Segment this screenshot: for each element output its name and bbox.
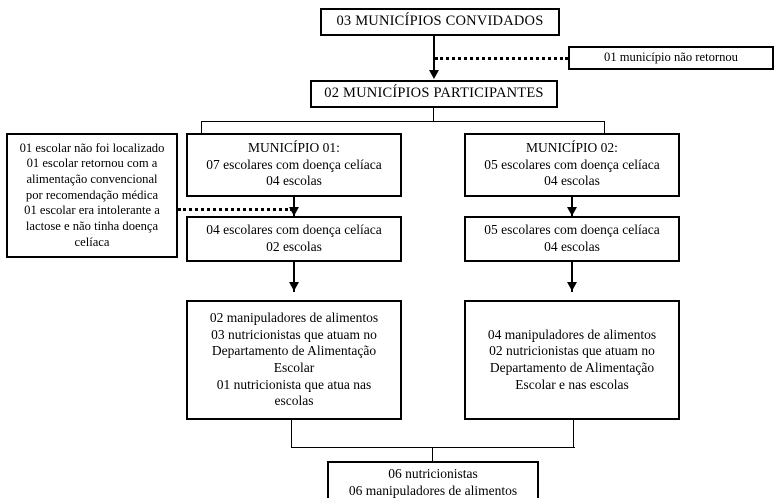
node-municipality-01-final-line-2: 02 escolas — [266, 239, 322, 254]
node-exclusions: 01 escolar não foi localizado 01 escolar… — [6, 133, 178, 258]
node-invited-municipalities: 03 MUNICÍPIOS CONVIDADOS — [320, 8, 560, 36]
node-municipality-01-line-1: MUNICÍPIO 01: — [248, 139, 340, 155]
node-invited-line-1: 03 MUNICÍPIOS CONVIDADOS — [336, 13, 544, 30]
node-municipality-02-final-line-2: 04 escolas — [544, 239, 600, 254]
node-municipality-02: MUNICÍPIO 02: 05 escolares com doença ce… — [464, 133, 680, 197]
node-staff-municipality-01: 02 manipuladores de alimentos 03 nutrici… — [186, 300, 402, 420]
node-exclusions-line-5: 01 escolar era intolerante a — [24, 203, 160, 218]
node-staff-municipality-02: 04 manipuladores de alimentos 02 nutrici… — [464, 300, 680, 420]
node-not-returned-line-1: 01 município não retornou — [604, 50, 738, 65]
node-municipality-01: MUNICÍPIO 01: 07 escolares com doença ce… — [186, 133, 402, 197]
node-staff-01-line-1: 02 manipuladores de alimentos — [209, 309, 379, 325]
node-municipality-01-final: 04 escolares com doença celíaca 02 escol… — [186, 216, 402, 262]
node-exclusions-line-4: por recomendação médica — [25, 187, 159, 202]
node-not-returned: 01 município não retornou — [568, 46, 774, 70]
connector-municipality-02-final-to-staff — [571, 262, 573, 292]
node-municipality-02-line-2: 05 escolares com doença celíaca — [484, 156, 660, 172]
connector-participants-to-municipality-02 — [604, 121, 606, 135]
arrowhead-municipality-02-final-to-staff — [567, 282, 577, 291]
node-participants-line-1: 02 MUNICÍPIOS PARTICIPANTES — [324, 85, 544, 102]
node-staff-01-line-2: 03 nutricionistas que atuam no — [211, 326, 377, 342]
node-participating-municipalities: 02 MUNICÍPIOS PARTICIPANTES — [310, 80, 558, 108]
connector-participants-to-municipality-01 — [201, 121, 203, 135]
node-staff-02-line-1: 04 manipuladores de alimentos — [487, 326, 657, 342]
node-exclusions-line-1: 01 escolar não foi localizado — [19, 140, 165, 155]
node-staff-02-line-3: Departamento de Alimentação — [489, 360, 655, 375]
node-exclusions-line-6: lactose e não tinha doença — [25, 218, 159, 233]
connector-staff-01-merge-drop — [291, 420, 293, 448]
arrowhead-municipality-01-to-final — [289, 207, 299, 216]
node-total-line-1: 06 nutricionistas — [388, 466, 478, 482]
node-staff-01-line-5: 01 nutricionista que atua nas — [216, 376, 372, 392]
node-exclusions-line-3: alimentação convencional — [26, 172, 158, 187]
node-municipality-01-line-3: 04 escolas — [266, 173, 322, 189]
arrowhead-invited-to-participants — [429, 70, 439, 79]
node-exclusions-line-7: celíaca — [74, 234, 110, 249]
arrowhead-municipality-01-final-to-staff — [289, 282, 299, 291]
connector-participants-split-horizontal — [201, 121, 605, 123]
connector-dotted-exclusions — [178, 208, 293, 211]
node-municipality-02-line-3: 04 escolas — [544, 173, 600, 189]
connector-merge-to-total — [432, 447, 434, 462]
node-exclusions-line-2: 01 escolar retornou com a — [26, 156, 158, 171]
arrowhead-municipality-02-to-final — [567, 207, 577, 216]
connector-staff-02-merge-drop — [573, 420, 575, 448]
connector-invited-to-participants — [433, 36, 435, 72]
node-staff-01-line-3: Departamento de Alimentação — [211, 343, 377, 359]
node-municipality-02-line-1: MUNICÍPIO 02: — [526, 139, 618, 155]
connector-municipality-01-final-to-staff — [293, 262, 295, 292]
node-staff-01-line-4: Escolar — [273, 360, 315, 375]
node-total: 06 nutricionistas 06 manipuladores de al… — [327, 461, 539, 498]
node-municipality-02-final: 05 escolares com doença celíaca 04 escol… — [464, 216, 680, 262]
connector-dotted-not-returned — [435, 57, 568, 60]
node-staff-01-line-6: escolas — [274, 393, 314, 409]
node-staff-02-line-2: 02 nutricionistas que atuam no — [489, 343, 655, 359]
node-municipality-02-final-line-1: 05 escolares com doença celíaca — [484, 222, 660, 238]
node-total-line-2: 06 manipuladores de alimentos — [348, 483, 518, 498]
node-staff-02-line-4: Escolar e nas escolas — [515, 376, 629, 392]
node-municipality-01-line-2: 07 escolares com doença celíaca — [206, 156, 382, 172]
connector-participants-stem — [433, 108, 435, 122]
node-municipality-01-final-line-1: 04 escolares com doença celíaca — [206, 222, 382, 238]
